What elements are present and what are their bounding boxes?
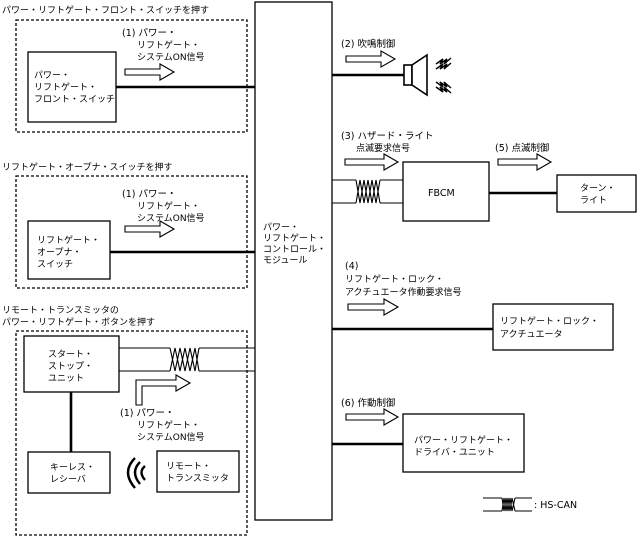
opener-switch-signal-1: (1) パワー・ [122, 189, 176, 200]
opener-switch-label-2: オープナ・ [37, 247, 81, 258]
fbcm-can-bus [332, 179, 403, 204]
remote-caption-1: リモート・トランスミッタの [2, 305, 119, 316]
opener-switch-group-frame [15, 175, 248, 289]
drive-unit-label-1: パワー・リフトゲート・ [414, 434, 513, 446]
drive-unit-label-2: ドライバ・ユニット [414, 447, 495, 458]
hazard-signal-2: 点滅要求信号 [356, 142, 410, 154]
front-switch-label-1: パワー・ [34, 70, 70, 81]
opener-switch-box [27, 220, 111, 280]
drive-signal-label: (6) 作動制御 [341, 397, 395, 409]
control-module-box [254, 1, 333, 521]
keyless-receiver-label-1: キーレス・ [50, 463, 95, 473]
remote-transmitter-label-1: リモート・ [166, 462, 211, 472]
keyless-receiver-box [27, 451, 111, 494]
horn-speaker-icon [403, 53, 428, 97]
front-switch-box [27, 51, 117, 123]
start-stop-label-2: ストップ・ [48, 361, 93, 372]
lock-actuator-box [492, 303, 614, 351]
control-module-label-3: コントロール・ [263, 245, 326, 255]
front-switch-signal-arrow-icon [124, 63, 176, 81]
opener-switch-label-3: スイッチ [37, 259, 73, 270]
remote-transmitter-label-2: トランスミッタ [166, 473, 229, 484]
turn-light-box [556, 174, 637, 213]
lock-actuator-label-1: リフトゲート・ロック・ [500, 315, 599, 327]
opener-switch-signal-arrow-icon [124, 220, 176, 238]
sound-wave-icon [435, 57, 452, 94]
front-switch-signal-1: (1) パワー・ [122, 28, 176, 39]
start-stop-can-bus [119, 347, 255, 372]
control-module-label-2: リフトゲート・ [263, 232, 326, 244]
remote-group-frame [15, 330, 248, 536]
front-switch-label-2: リフトゲート・ [34, 81, 97, 93]
hazard-signal-1: (3) ハザード・ライト [341, 131, 433, 142]
start-stop-label-3: ユニット [48, 374, 84, 384]
drive-unit-box [402, 413, 525, 473]
keyless-receiver-label-2: レシーバ [50, 474, 86, 485]
blink-signal-arrow-icon [497, 153, 553, 171]
lock-signal-1: (4) [345, 261, 358, 272]
fbcm-label: FBCM [428, 188, 455, 199]
hs-can-legend-label: : HS-CAN [534, 500, 577, 511]
horn-signal-label: (2) 吹鳴制御 [341, 38, 395, 50]
front-switch-label-3: フロント・スイッチ [34, 94, 115, 105]
turn-light-label-2: ライト [580, 195, 607, 206]
drive-signal-arrow-icon [345, 408, 400, 426]
front-switch-group-frame [15, 19, 248, 133]
remote-signal-1: (1) パワー・ [120, 408, 174, 419]
remote-signal-3: システムON信号 [137, 431, 205, 443]
horn-signal-arrow-icon [345, 50, 397, 68]
front-switch-caption: パワー・リフトゲート・フロント・スイッチを押す [2, 4, 209, 16]
remote-caption-2: パワー・リフトゲート・ボタンを押す [2, 316, 155, 328]
control-module-label-4: モジュール [263, 256, 307, 266]
hs-can-legend-symbol [483, 497, 532, 512]
remote-transmitter-box [156, 450, 240, 493]
remote-signal-2: リフトゲート・ [137, 419, 200, 431]
opener-switch-label-1: リフトゲート・ [37, 234, 100, 246]
lock-signal-arrow-icon [347, 298, 400, 316]
opener-switch-signal-2: リフトゲート・ [137, 200, 200, 212]
turn-light-label-1: ターン・ [580, 183, 616, 194]
opener-switch-caption: リフトゲート・オープナ・スイッチを押す [2, 161, 172, 173]
radio-wave-icon [126, 457, 146, 489]
lock-signal-3: アクチュエータ作動要求信号 [345, 286, 462, 298]
hazard-signal-arrow-icon [344, 153, 400, 171]
start-stop-label-1: スタート・ [48, 349, 93, 360]
remote-signal-arrow-icon [135, 374, 192, 406]
blink-signal-label: (5) 点滅制御 [495, 142, 549, 154]
front-switch-signal-3: システムON信号 [137, 51, 205, 63]
fbcm-box [402, 161, 490, 222]
control-module-label-1: パワー・ [263, 222, 299, 233]
front-switch-signal-2: リフトゲート・ [137, 39, 200, 51]
lock-actuator-label-2: アクチュエータ [500, 329, 563, 340]
lock-signal-2: リフトゲート・ロック・ [345, 273, 444, 285]
opener-switch-signal-3: システムON信号 [137, 212, 205, 224]
